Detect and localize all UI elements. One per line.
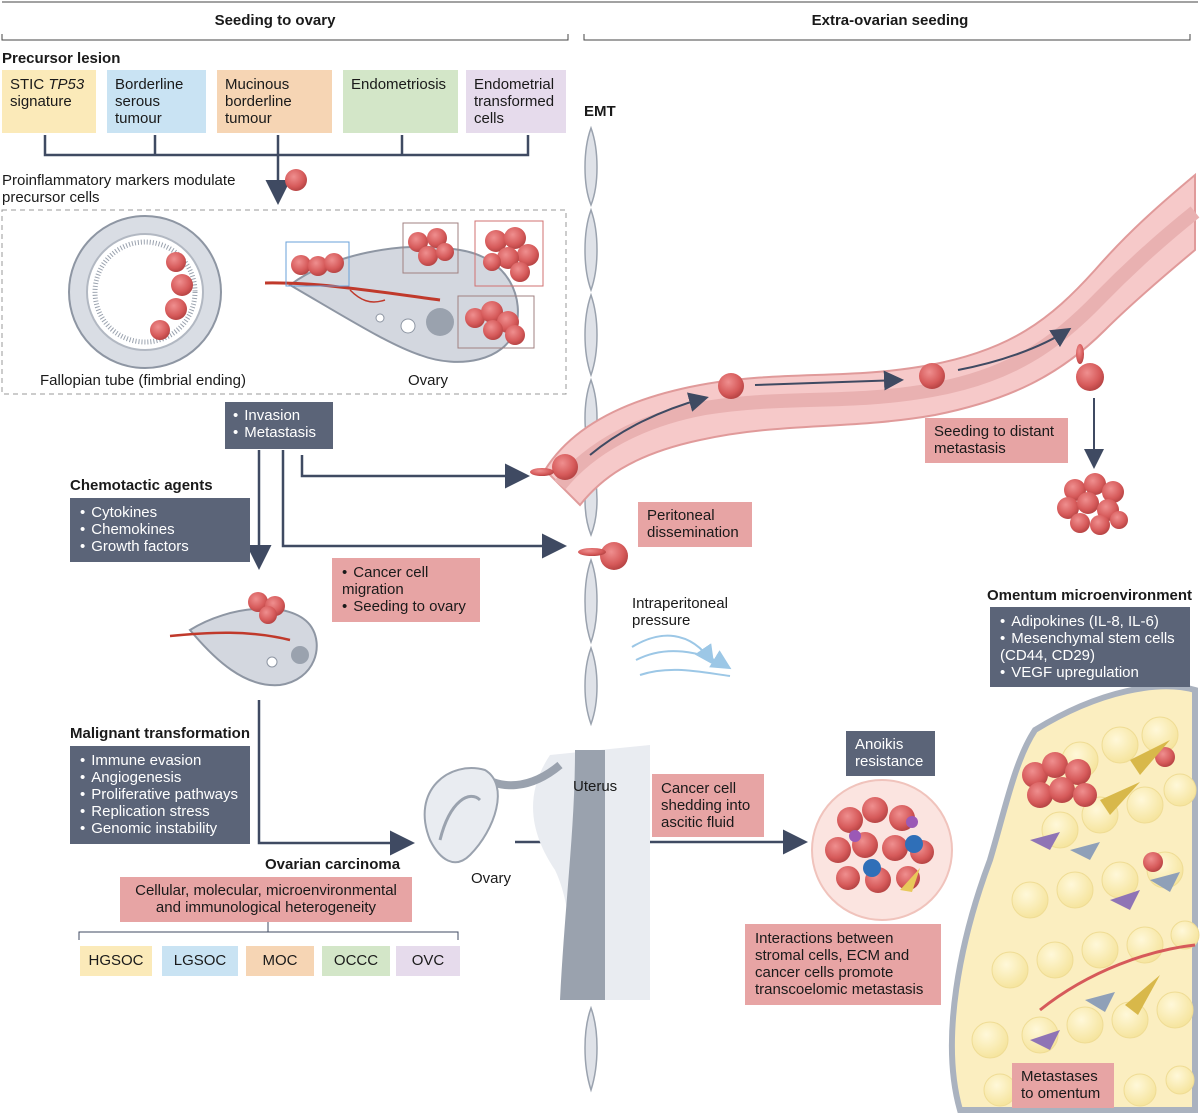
ovary-small-label: Ovary xyxy=(471,870,512,887)
emt-label: EMT xyxy=(584,103,616,120)
precursor-box-stic: STIC TP53 signature xyxy=(2,70,96,133)
precursor-box-mucinous: Mucinous borderline tumour xyxy=(217,70,332,133)
fallopian-tube-illustration xyxy=(68,215,222,369)
omentum-illustration xyxy=(948,683,1200,1113)
chemotactic-item: Chemokines xyxy=(80,521,240,538)
proinflammatory-note: Proinflammatory markers modulate precurs… xyxy=(2,172,236,206)
subtype-ovc: OVC xyxy=(396,946,460,976)
omentum-item: Adipokines (IL-8, IL-6) xyxy=(1000,613,1180,630)
anoikis-box: Anoikis resistance xyxy=(846,731,935,776)
malignant-item: Angiogenesis xyxy=(80,769,240,786)
subtype-bracket xyxy=(78,922,459,940)
distant-metastasis-box: Seeding to distant metastasis xyxy=(925,418,1068,463)
small-ovary-illustration xyxy=(169,592,318,687)
precursor-title: Precursor lesion xyxy=(2,50,121,67)
panel-frame xyxy=(1,209,567,395)
stic-gene: TP53 xyxy=(48,76,85,93)
peritoneal-box: Peritoneal dissemination xyxy=(638,502,752,547)
header-dividers xyxy=(1,1,1198,41)
header-extra-ovarian-seeding: Extra-ovarian seeding xyxy=(811,12,969,29)
ovary-label: Ovary xyxy=(408,372,449,389)
malignant-item: Genomic instability xyxy=(80,820,240,837)
uterus-illustration xyxy=(423,745,650,1000)
subtype-hgsoc: HGSOC xyxy=(80,946,152,976)
heterogeneity-box: Cellular, molecular, microenvironmental … xyxy=(120,877,412,922)
omentum-env-box: Adipokines (IL-8, IL-6) Mesenchymal stem… xyxy=(990,607,1190,687)
chemotactic-box: Cytokines Chemokines Growth factors xyxy=(70,498,250,562)
subtype-lgsoc: LGSOC xyxy=(162,946,238,976)
precursor-bracket xyxy=(43,135,530,205)
malignant-title: Malignant transformation xyxy=(70,725,251,742)
precursor-box-endometrial: Endometrial transformed cells xyxy=(466,70,566,133)
vessel-cells xyxy=(530,344,1104,480)
interactions-box: Interactions between stromal cells, ECM … xyxy=(745,924,941,1005)
malignant-item: Immune evasion xyxy=(80,752,240,769)
subtype-moc: MOC xyxy=(246,946,314,976)
omentum-item: VEGF upregulation xyxy=(1000,664,1180,681)
precursor-box-borderline-serous: Borderline serous tumour xyxy=(107,70,206,133)
stic-suffix: signature xyxy=(10,93,72,110)
migration-item: Cancer cell migration xyxy=(342,564,470,598)
spheroid-illustration xyxy=(811,779,953,921)
malignant-item: Replication stress xyxy=(80,803,240,820)
peritoneal-cell xyxy=(578,542,628,570)
shedding-box: Cancer cell shedding into ascitic fluid xyxy=(652,774,764,837)
migration-box: Cancer cell migration Seeding to ovary xyxy=(332,558,480,622)
chemotactic-item: Cytokines xyxy=(80,504,240,521)
subtype-occc: OCCC xyxy=(322,946,390,976)
pressure-waves xyxy=(631,634,732,677)
metastases-box: Metastases to omentum xyxy=(1012,1063,1114,1108)
invasion-item: Invasion xyxy=(233,407,325,424)
precursor-cell xyxy=(285,169,307,191)
chemotactic-title: Chemotactic agents xyxy=(70,477,213,494)
blood-vessel xyxy=(543,172,1200,507)
precursor-box-endometriosis: Endometriosis xyxy=(343,70,458,133)
invasion-box: Invasion Metastasis xyxy=(225,402,333,449)
ovary-illustration xyxy=(264,220,544,363)
tube-label: Fallopian tube (fimbrial ending) xyxy=(40,372,246,389)
uterus-label: Uterus xyxy=(573,778,618,795)
vessel-flow-arrows xyxy=(589,327,1104,469)
omentum-item: Mesenchymal stem cells (CD44, CD29) xyxy=(1000,630,1180,664)
metastasis-item: Metastasis xyxy=(233,424,325,441)
header-seeding-to-ovary: Seeding to ovary xyxy=(214,12,336,29)
carcinoma-title: Ovarian carcinoma xyxy=(265,856,401,873)
omentum-env-title: Omentum microenvironment xyxy=(987,587,1193,604)
malignant-box: Immune evasion Angiogenesis Proliferativ… xyxy=(70,746,250,844)
seeding-item: Seeding to ovary xyxy=(342,598,470,615)
stic-prefix: STIC xyxy=(10,76,49,93)
chemotactic-item: Growth factors xyxy=(80,538,240,555)
malignant-item: Proliferative pathways xyxy=(80,786,240,803)
pressure-label: Intraperitoneal pressure xyxy=(632,595,728,629)
distant-metastasis-cluster xyxy=(1057,473,1128,535)
